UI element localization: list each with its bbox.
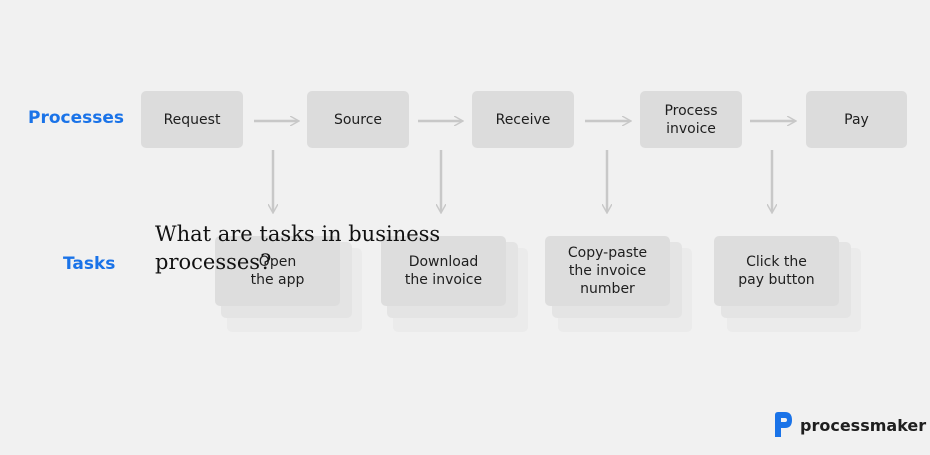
processmaker-logo-icon [775, 412, 792, 437]
processmaker-logo: processmaker [772, 410, 926, 440]
process-source: Source [307, 91, 409, 148]
process-receive: Receive [472, 91, 574, 148]
task-click-pay-button: Click the pay button [714, 236, 839, 306]
task-open-app: Open the app [215, 236, 340, 306]
processmaker-logo-text: processmaker [800, 415, 927, 435]
task-copy-paste-invoice-number: Copy-paste the invoice number [545, 236, 670, 306]
processes-label: Processes [28, 108, 125, 128]
process-process-invoice: Process invoice [640, 91, 742, 148]
process-pay: Pay [806, 91, 907, 148]
tasks-label: Tasks [63, 254, 116, 274]
task-download-invoice: Download the invoice [381, 236, 506, 306]
process-request: Request [141, 91, 243, 148]
overlay-title: What are tasks in business processes? [155, 222, 441, 274]
